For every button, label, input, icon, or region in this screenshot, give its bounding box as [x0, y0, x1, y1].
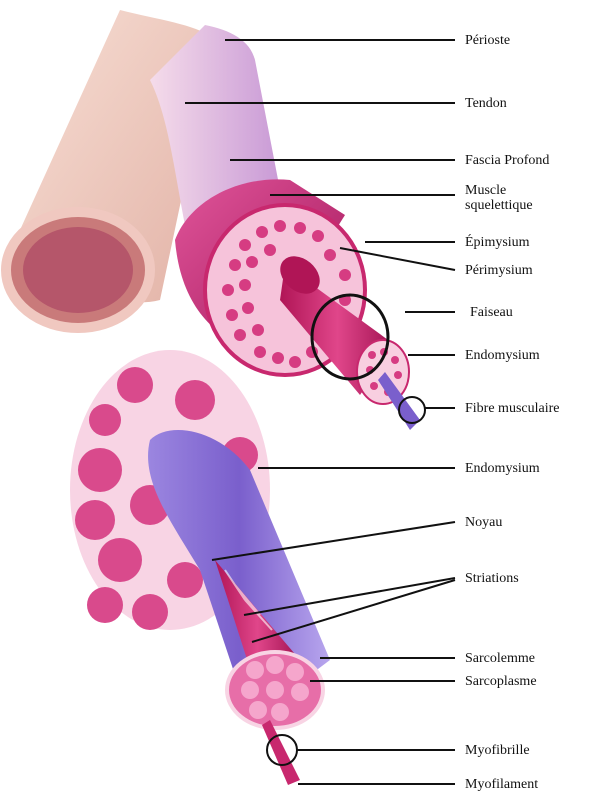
fascicle-enlargement — [70, 350, 330, 785]
label-faisceau: Faiseau — [470, 305, 513, 320]
label-sarcolemme: Sarcolemme — [465, 651, 535, 666]
label-endomysium-2: Endomysium — [465, 461, 540, 476]
bone-marrow — [23, 227, 133, 313]
label-tendon: Tendon — [465, 96, 507, 111]
label-sarcoplasme: Sarcoplasme — [465, 674, 537, 689]
label-noyau: Noyau — [465, 515, 502, 530]
label-epimysium: Épimysium — [465, 235, 530, 250]
label-fascia-profond: Fascia Profond — [465, 153, 549, 168]
label-myofibrille: Myofibrille — [465, 743, 530, 758]
label-endomysium-1: Endomysium — [465, 348, 540, 363]
label-muscle-squelettique: Muscle squelettique — [465, 183, 575, 213]
label-perioste: Périoste — [465, 33, 510, 48]
label-fibre-musculaire: Fibre musculaire — [465, 401, 559, 416]
label-perimysium: Périmysium — [465, 263, 533, 278]
label-striations: Striations — [465, 571, 519, 586]
label-myofilament: Myofilament — [465, 777, 538, 792]
